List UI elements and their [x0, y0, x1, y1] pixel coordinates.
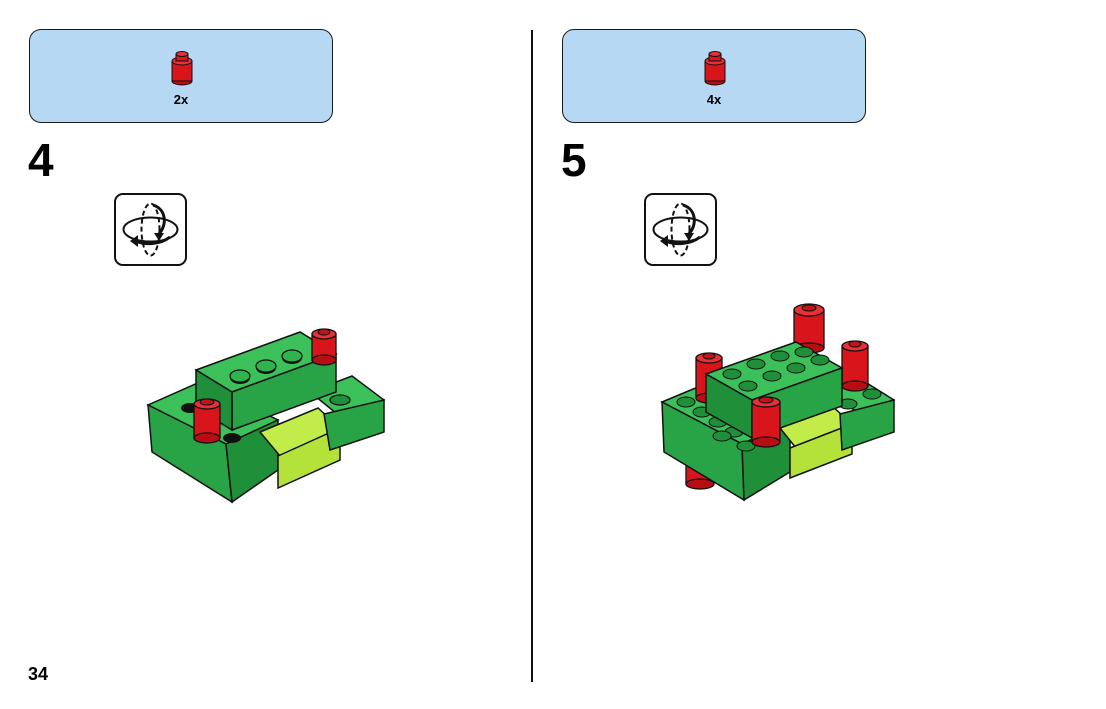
step-number: 4	[28, 134, 54, 186]
page-number: 34	[28, 664, 49, 684]
model-step-5	[660, 303, 896, 502]
rotate-model-callout	[114, 193, 187, 266]
rotate-model-icon	[122, 202, 179, 257]
red-round-brick-front	[751, 396, 781, 448]
red-round-brick-icon	[171, 51, 193, 86]
page-divider	[531, 30, 533, 682]
parts-list-step-5: 4x	[562, 29, 866, 123]
red-round-brick-back	[311, 328, 337, 366]
part-quantity: 2x	[173, 92, 189, 107]
part-quantity: 4x	[706, 92, 722, 107]
parts-list-step-4: 2x	[29, 29, 333, 123]
step-number: 5	[561, 134, 587, 186]
rotate-model-icon	[652, 202, 709, 257]
red-round-brick-front	[193, 398, 221, 444]
red-round-brick-icon	[704, 51, 726, 86]
rotate-model-callout	[644, 193, 717, 266]
model-step-4	[146, 328, 386, 504]
red-round-brick-right	[841, 340, 869, 392]
